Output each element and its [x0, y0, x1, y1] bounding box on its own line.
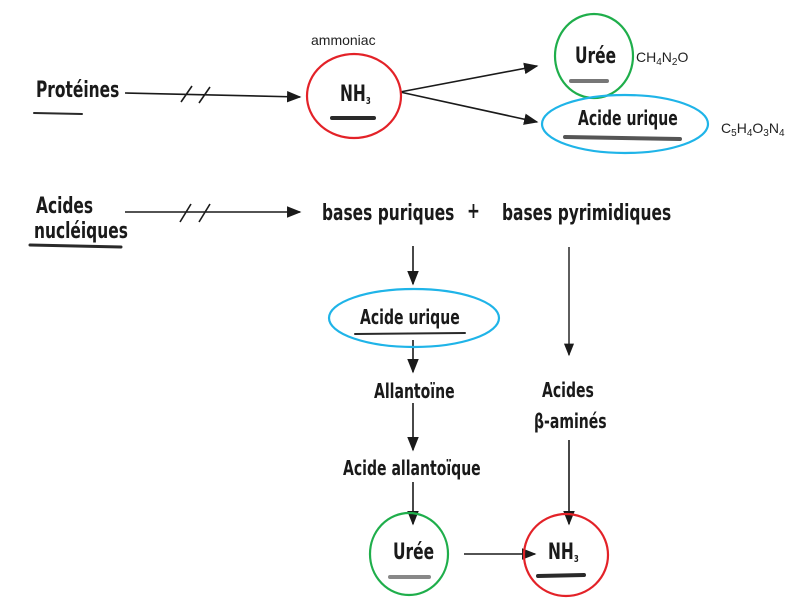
label-acide-allantoique: Acide allantoïque	[343, 456, 481, 480]
label-allantoine: Allantoïne	[374, 379, 455, 403]
blue-ellipse-acide-urique-middle	[327, 287, 501, 349]
label-acides-amines-line1: Acides	[542, 378, 594, 402]
label-acides-amines-line2: β-aminés	[534, 409, 607, 433]
label-acides-nucleiques-line1: Acides	[36, 194, 94, 219]
arrow-nh3-to-uree	[399, 62, 539, 93]
arrow-nh3-to-acide-urique	[399, 91, 539, 125]
label-acide-urique-middle: Acide urique	[360, 305, 460, 329]
arrow-proteines-to-nh3	[124, 85, 302, 104]
label-proteines: Protéines	[36, 78, 120, 103]
green-circle-uree-bottom	[368, 511, 450, 597]
label-plus: +	[467, 199, 480, 224]
underlines	[28, 79, 682, 579]
formula-uree: CH4N2O	[636, 49, 689, 68]
red-circle-nh3-top	[305, 52, 403, 140]
label-ammoniac: ammoniac	[311, 32, 376, 48]
label-acides-nucleiques-line2: nucléiques	[34, 219, 128, 244]
label-uree-bottom: Urée	[393, 540, 435, 565]
blue-ellipse-acide-urique-top	[540, 93, 710, 155]
label-nh3-top: NH3	[340, 82, 371, 107]
label-uree-top: Urée	[575, 44, 617, 69]
label-bases-puriques: bases puriques	[322, 201, 455, 226]
formula-acide-urique: C5H4O3N4	[721, 120, 785, 139]
label-nh3-bottom: NH3	[548, 540, 579, 565]
label-bases-pyrimidiques: bases pyrimidiques	[502, 201, 672, 226]
arrow-acides-nucleiques-to-bases	[125, 203, 302, 223]
red-circle-nh3-bottom	[522, 512, 610, 598]
label-acide-urique-top: Acide urique	[578, 106, 678, 130]
